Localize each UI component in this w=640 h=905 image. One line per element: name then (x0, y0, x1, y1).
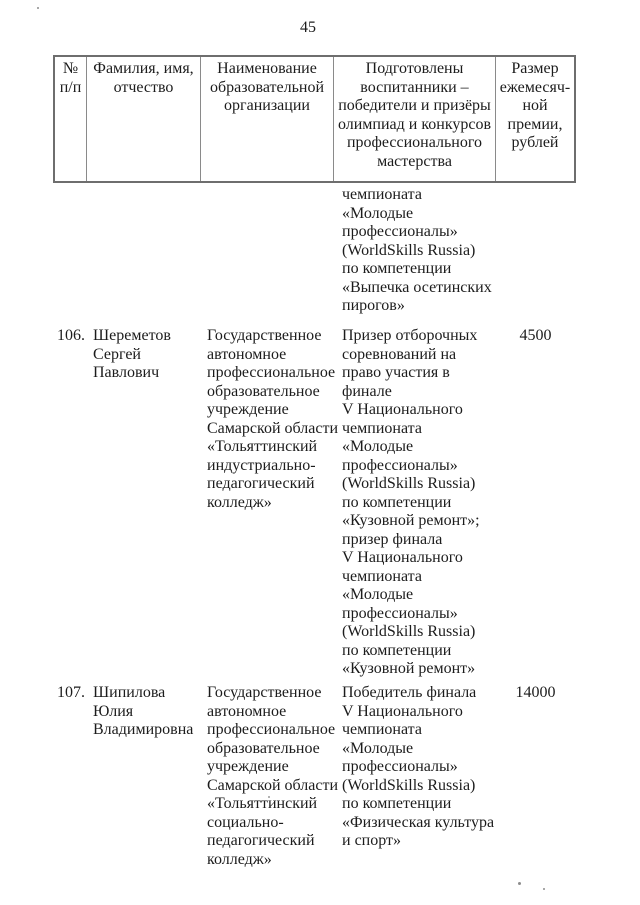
scan-artifact (543, 888, 545, 890)
row-number-cell: 107. (57, 684, 85, 701)
achievement-cell: чемпионата «Молодые профессионалы» (Worl… (342, 186, 492, 314)
achievement-cell: Призер отборочных соревнований на право … (342, 327, 480, 677)
scan-artifact (268, 796, 270, 798)
name-cell: Шереметов Сергей Павлович (93, 327, 171, 381)
achievement-cell: Победитель финала V Национального чемпио… (342, 684, 495, 849)
page-number: 45 (300, 19, 316, 36)
table-header-row: № п/п Фамилия, имя, отчество Наименовани… (53, 55, 576, 183)
header-cell-name: Фамилия, имя, отчество (87, 57, 201, 181)
row-number-cell: 106. (57, 327, 85, 344)
organization-cell: Государственное автономное профессиональ… (207, 327, 338, 511)
header-cell-number: № п/п (55, 57, 87, 181)
amount-cell: 4500 (519, 327, 552, 344)
amount-cell: 14000 (515, 684, 556, 701)
header-cell-amount: Размер ежемесяч- ной премии, рублей (499, 60, 571, 151)
header-cell-organization: Наименование образовательной организации (201, 57, 334, 181)
scan-artifact (37, 7, 39, 9)
header-cell-achievement: Подготовлены воспитанники – победители и… (334, 57, 496, 181)
name-cell: Шипилова Юлия Владимировна (93, 684, 194, 738)
organization-cell: Государственное автономное профессиональ… (207, 684, 338, 868)
scan-artifact (518, 882, 521, 885)
